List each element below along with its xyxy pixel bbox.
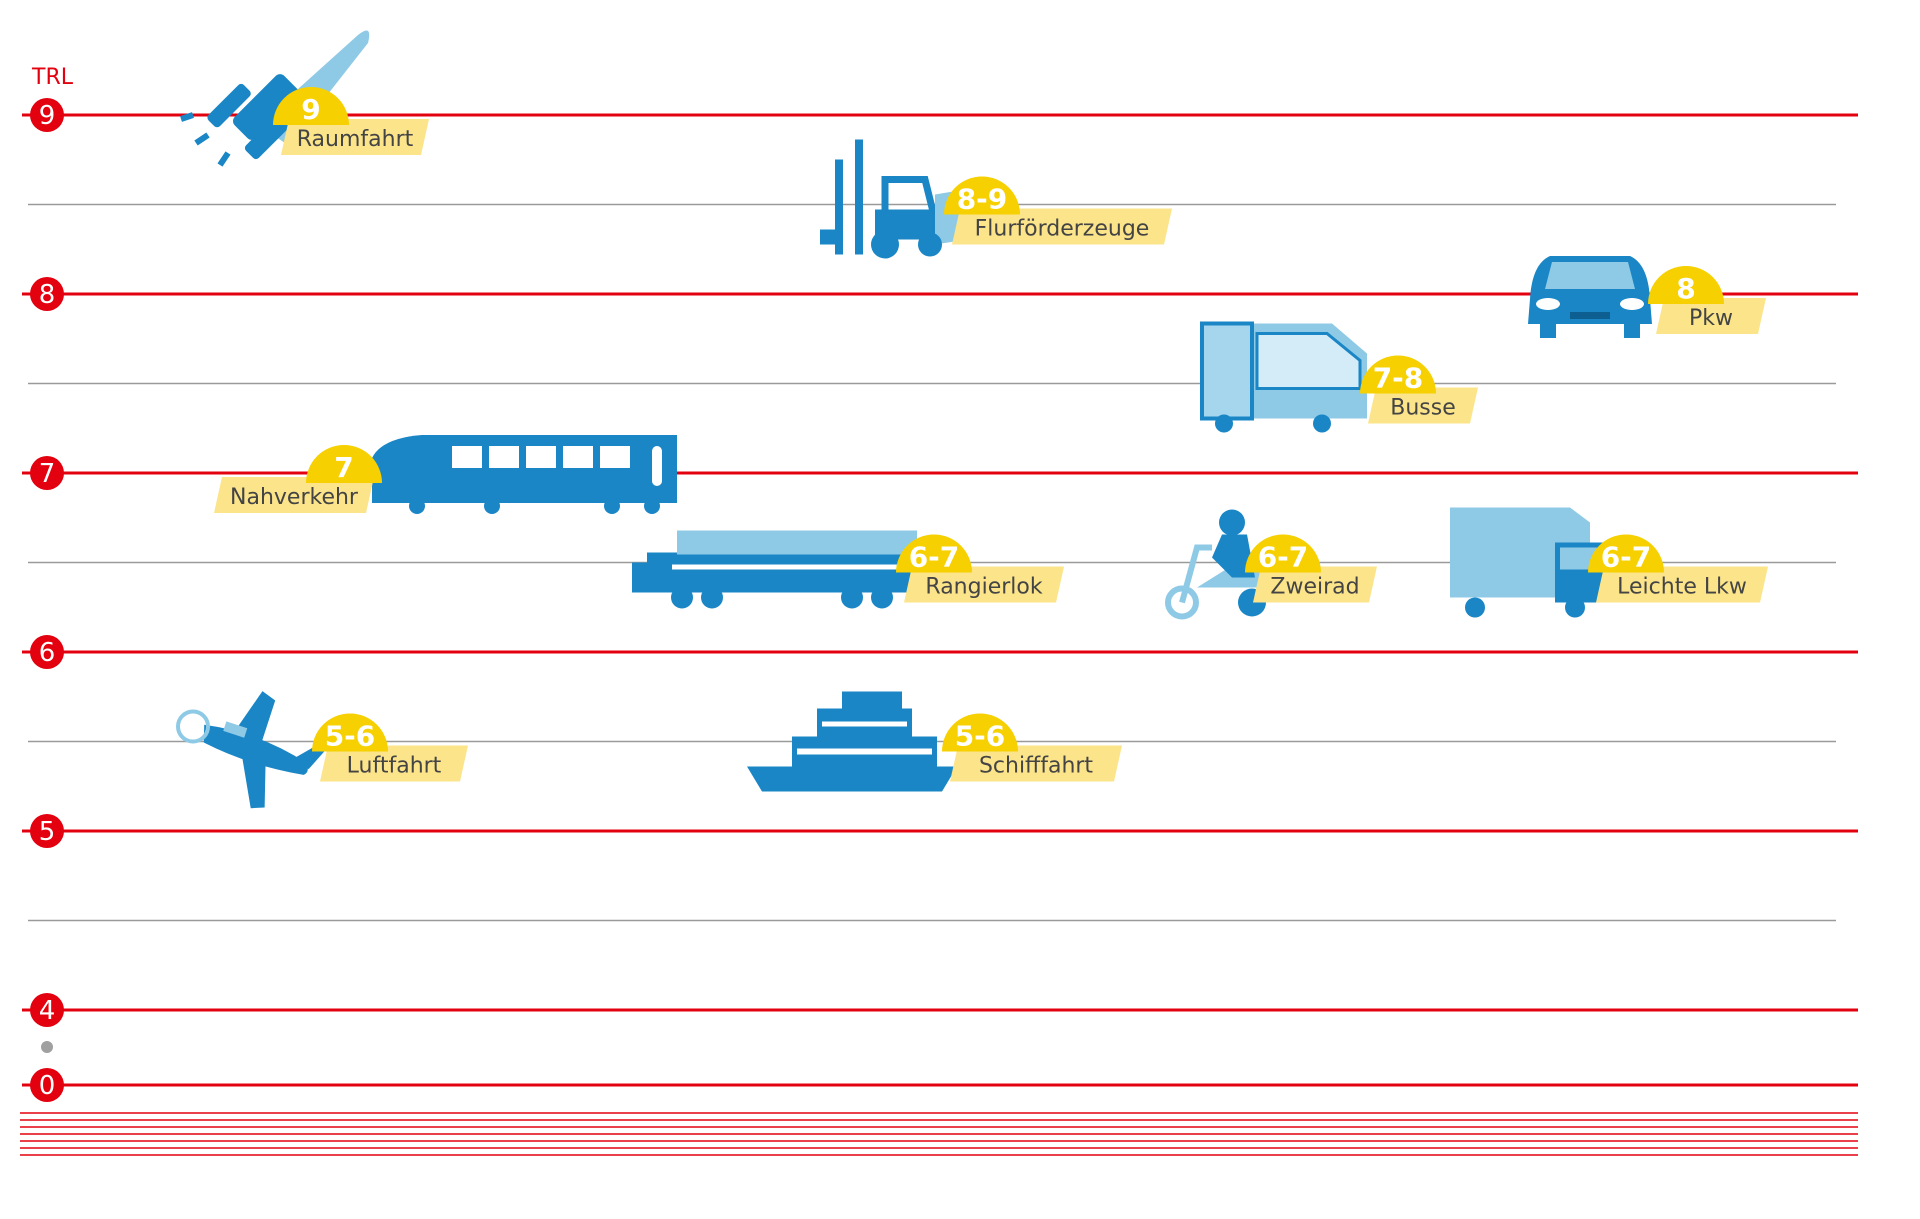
level-marker bbox=[30, 277, 64, 311]
level-marker bbox=[30, 98, 64, 132]
level-tick-label: 6 bbox=[39, 638, 56, 668]
category-label-tag bbox=[281, 119, 429, 155]
truck-icon bbox=[1450, 507, 1605, 618]
category-label-tag bbox=[1368, 387, 1478, 424]
value-badge bbox=[273, 87, 349, 125]
category-label-tag bbox=[320, 745, 468, 782]
category-label: Leichte Lkw bbox=[1617, 575, 1747, 600]
category-label: Pkw bbox=[1689, 306, 1733, 331]
value-badge bbox=[942, 713, 1018, 752]
level-marker bbox=[30, 814, 64, 848]
value-label: 6-7 bbox=[1258, 541, 1309, 574]
level-marker bbox=[30, 456, 64, 490]
value-badge bbox=[1245, 534, 1321, 573]
value-badge bbox=[896, 534, 972, 573]
level-tick-label: 4 bbox=[39, 996, 56, 1026]
level-marker bbox=[30, 1068, 64, 1102]
value-badge bbox=[312, 713, 388, 752]
value-label: 7-8 bbox=[1373, 362, 1424, 395]
level-tick-label: 7 bbox=[39, 459, 56, 489]
level-tick-label: 8 bbox=[39, 280, 56, 310]
category-label-tag bbox=[214, 477, 374, 513]
value-label: 8-9 bbox=[957, 183, 1008, 216]
category-label-tag bbox=[1596, 566, 1768, 603]
level-tick-label: 5 bbox=[39, 817, 56, 847]
value-badge bbox=[1588, 534, 1664, 573]
value-label: 6-7 bbox=[1601, 541, 1652, 574]
category-label: Schifffahrt bbox=[979, 754, 1093, 779]
category-label: Nahverkehr bbox=[230, 485, 359, 510]
value-badge bbox=[1360, 355, 1436, 394]
level-tick-label: 0 bbox=[39, 1071, 56, 1101]
level-marker bbox=[30, 993, 64, 1027]
airplane-icon bbox=[176, 684, 329, 815]
value-label: 8 bbox=[1676, 272, 1695, 305]
train-icon bbox=[372, 435, 677, 514]
value-label: 9 bbox=[301, 93, 320, 126]
axis-title: TRL bbox=[31, 65, 74, 90]
category-label-tag bbox=[904, 566, 1064, 603]
category-label-tag bbox=[1253, 566, 1377, 603]
category-label: Raumfahrt bbox=[297, 127, 414, 152]
category-label: Busse bbox=[1390, 396, 1456, 421]
value-label: 5-6 bbox=[955, 720, 1006, 753]
category-label: Flurförderzeuge bbox=[975, 217, 1150, 242]
category-label-tag bbox=[1656, 298, 1766, 334]
value-label: 7 bbox=[334, 451, 353, 484]
car-icon bbox=[1528, 256, 1652, 338]
category-label-tag bbox=[950, 745, 1122, 782]
level-tick-label: 9 bbox=[39, 101, 56, 131]
locomotive-icon bbox=[632, 530, 927, 609]
category-label: Rangierlok bbox=[925, 575, 1042, 600]
bus-icon bbox=[1200, 321, 1369, 435]
value-badge bbox=[306, 445, 382, 483]
category-label: Luftfahrt bbox=[347, 754, 442, 779]
value-label: 5-6 bbox=[325, 720, 376, 753]
value-badge bbox=[944, 176, 1020, 215]
value-badge bbox=[1648, 266, 1724, 304]
axis-break-dot bbox=[41, 1041, 53, 1053]
value-label: 6-7 bbox=[909, 541, 960, 574]
category-label: Zweirad bbox=[1270, 575, 1359, 600]
category-label-tag bbox=[952, 208, 1172, 245]
level-marker bbox=[30, 635, 64, 669]
